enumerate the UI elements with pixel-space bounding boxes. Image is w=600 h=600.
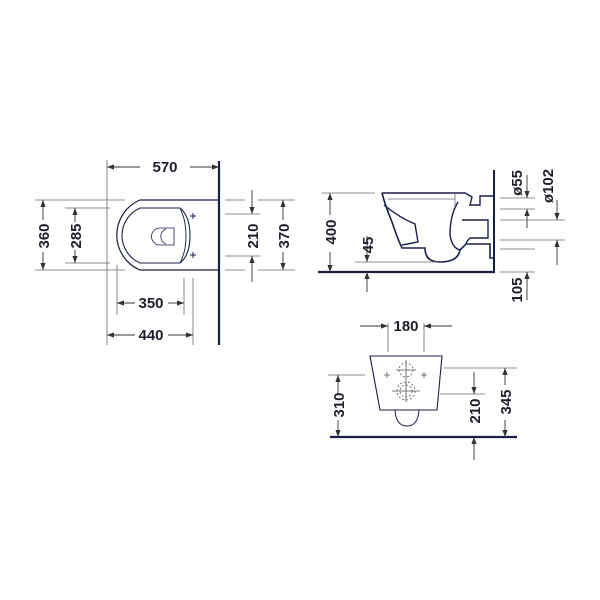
bowl-profile [381, 192, 494, 263]
dim-diameter-102: ø102 [540, 169, 557, 203]
outlet-arc [160, 228, 167, 245]
side-view: 400 45 ø55 ø102 105 [318, 169, 565, 303]
dim-210-rear: 210 [467, 398, 484, 423]
fixing-holes-icon [384, 360, 427, 402]
dim-345: 345 [498, 389, 515, 414]
dim-570: 570 [152, 159, 177, 176]
dim-285: 285 [68, 223, 85, 248]
seat-edge [179, 207, 187, 264]
dim-370: 370 [276, 223, 293, 248]
bowl-inner [383, 204, 419, 246]
dim-210-top: 210 [245, 223, 262, 248]
inlet-profile [460, 192, 494, 206]
seat-outline [121, 207, 191, 264]
outlet-symbol [151, 227, 175, 246]
rear-bowl-bottom [394, 409, 420, 427]
trap-line [449, 201, 461, 251]
outlet-profile [462, 219, 489, 245]
dim-180: 180 [393, 318, 418, 335]
dim-105: 105 [509, 277, 526, 302]
dim-440: 440 [138, 327, 163, 344]
dim-350: 350 [138, 295, 163, 312]
fixing-point-icon [190, 213, 196, 258]
rear-view: 180 310 210 345 [328, 318, 517, 460]
top-view: 570 360 285 350 440 210 [35, 159, 295, 345]
dim-diameter-55: ø55 [509, 170, 526, 196]
dim-360: 360 [36, 223, 53, 248]
dim-400: 400 [323, 219, 340, 244]
rear-body-outline [369, 355, 443, 411]
dim-45: 45 [360, 237, 377, 254]
bowl-outline [116, 199, 219, 271]
dim-310: 310 [331, 392, 348, 417]
